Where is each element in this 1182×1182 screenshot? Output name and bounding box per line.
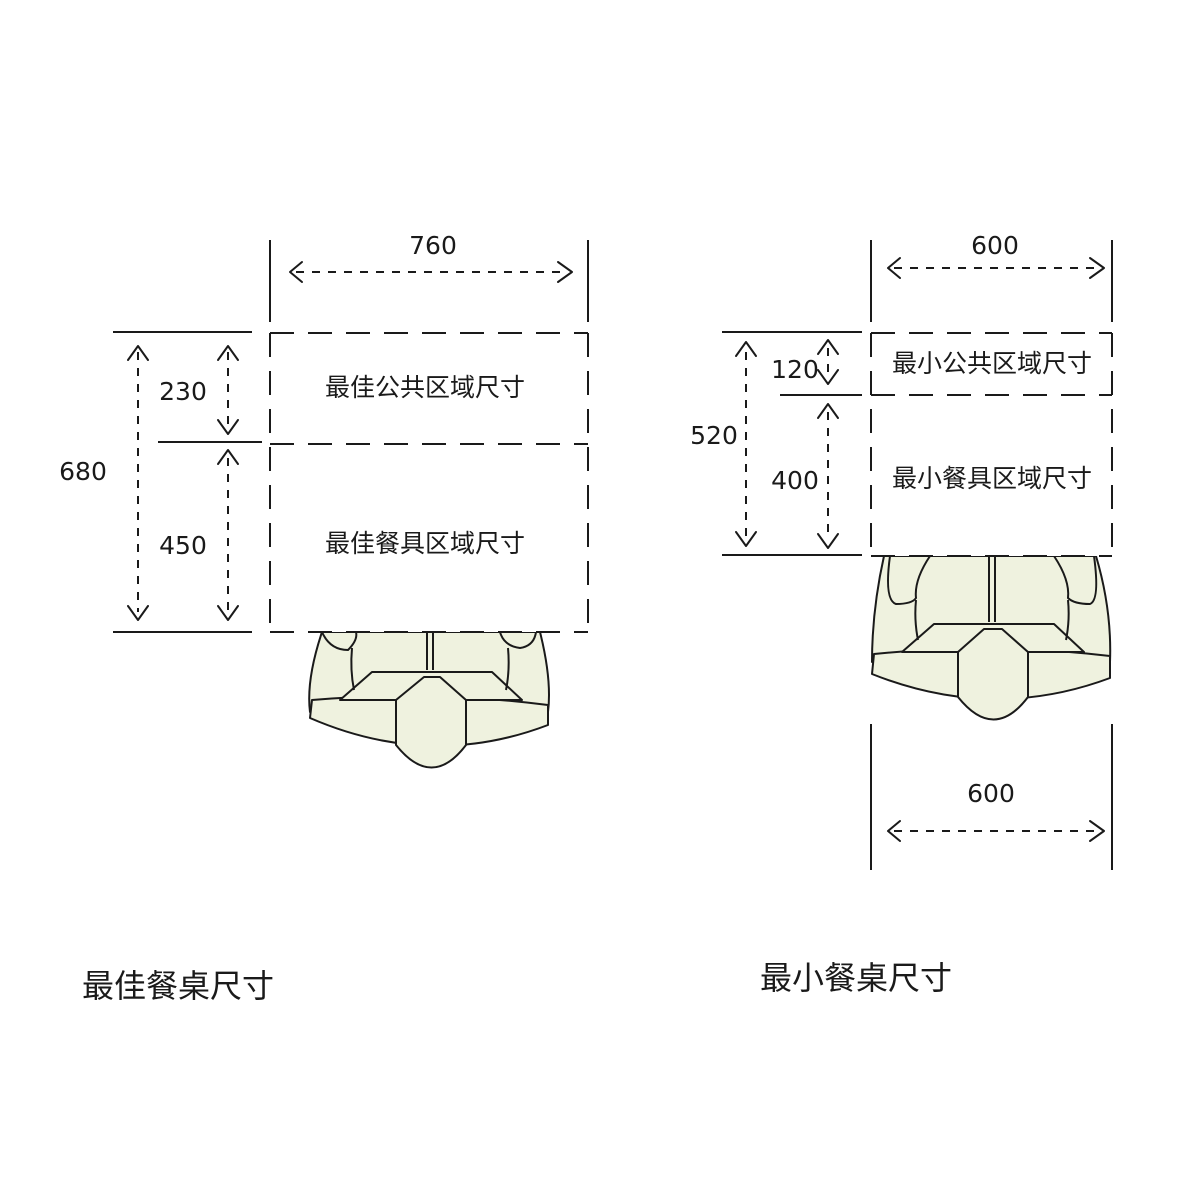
min-table-group: 600 520 120 400 最小公共区域尺寸 最小餐具区域尺寸 (690, 231, 1113, 997)
best-tableware-zone-label: 最佳餐具区域尺寸 (325, 529, 525, 558)
best-split-depth-dimension: 230 450 (158, 345, 262, 621)
min-total-depth-label: 520 (690, 421, 738, 450)
best-public-zone-label: 最佳公共区域尺寸 (325, 373, 525, 402)
min-tableware-zone-label: 最小餐具区域尺寸 (892, 464, 1092, 493)
best-table-group: 760 680 230 450 最佳公共区域尺寸 最佳餐具区域尺寸 最佳餐桌尺寸 (59, 231, 589, 1005)
min-table-outline (870, 332, 1113, 557)
min-seat-width-label: 600 (967, 779, 1015, 808)
min-table-surface (871, 333, 1112, 556)
min-split-depth-dimension: 120 400 (771, 339, 862, 549)
best-table-surface (270, 333, 588, 632)
min-table-caption: 最小餐桌尺寸 (760, 959, 952, 997)
min-chair (871, 555, 1112, 721)
min-public-zone-label: 最小公共区域尺寸 (892, 349, 1092, 378)
best-width-dimension: 760 (269, 231, 589, 322)
min-total-depth-dimension: 520 (690, 331, 862, 556)
min-width-label: 600 (971, 231, 1019, 260)
best-total-depth-label: 680 (59, 457, 107, 486)
min-public-depth-label: 120 (771, 355, 819, 384)
best-table-outline (269, 332, 589, 633)
best-width-label: 760 (409, 231, 457, 260)
best-chair (308, 631, 550, 769)
best-total-depth-dimension: 680 (59, 331, 252, 633)
best-tableware-depth-label: 450 (159, 531, 207, 560)
min-width-dimension: 600 (870, 231, 1113, 322)
min-seat-width-dimension: 600 (870, 724, 1113, 870)
min-tableware-depth-label: 400 (771, 466, 819, 495)
best-public-depth-label: 230 (159, 377, 207, 406)
best-table-caption: 最佳餐桌尺寸 (82, 967, 274, 1005)
